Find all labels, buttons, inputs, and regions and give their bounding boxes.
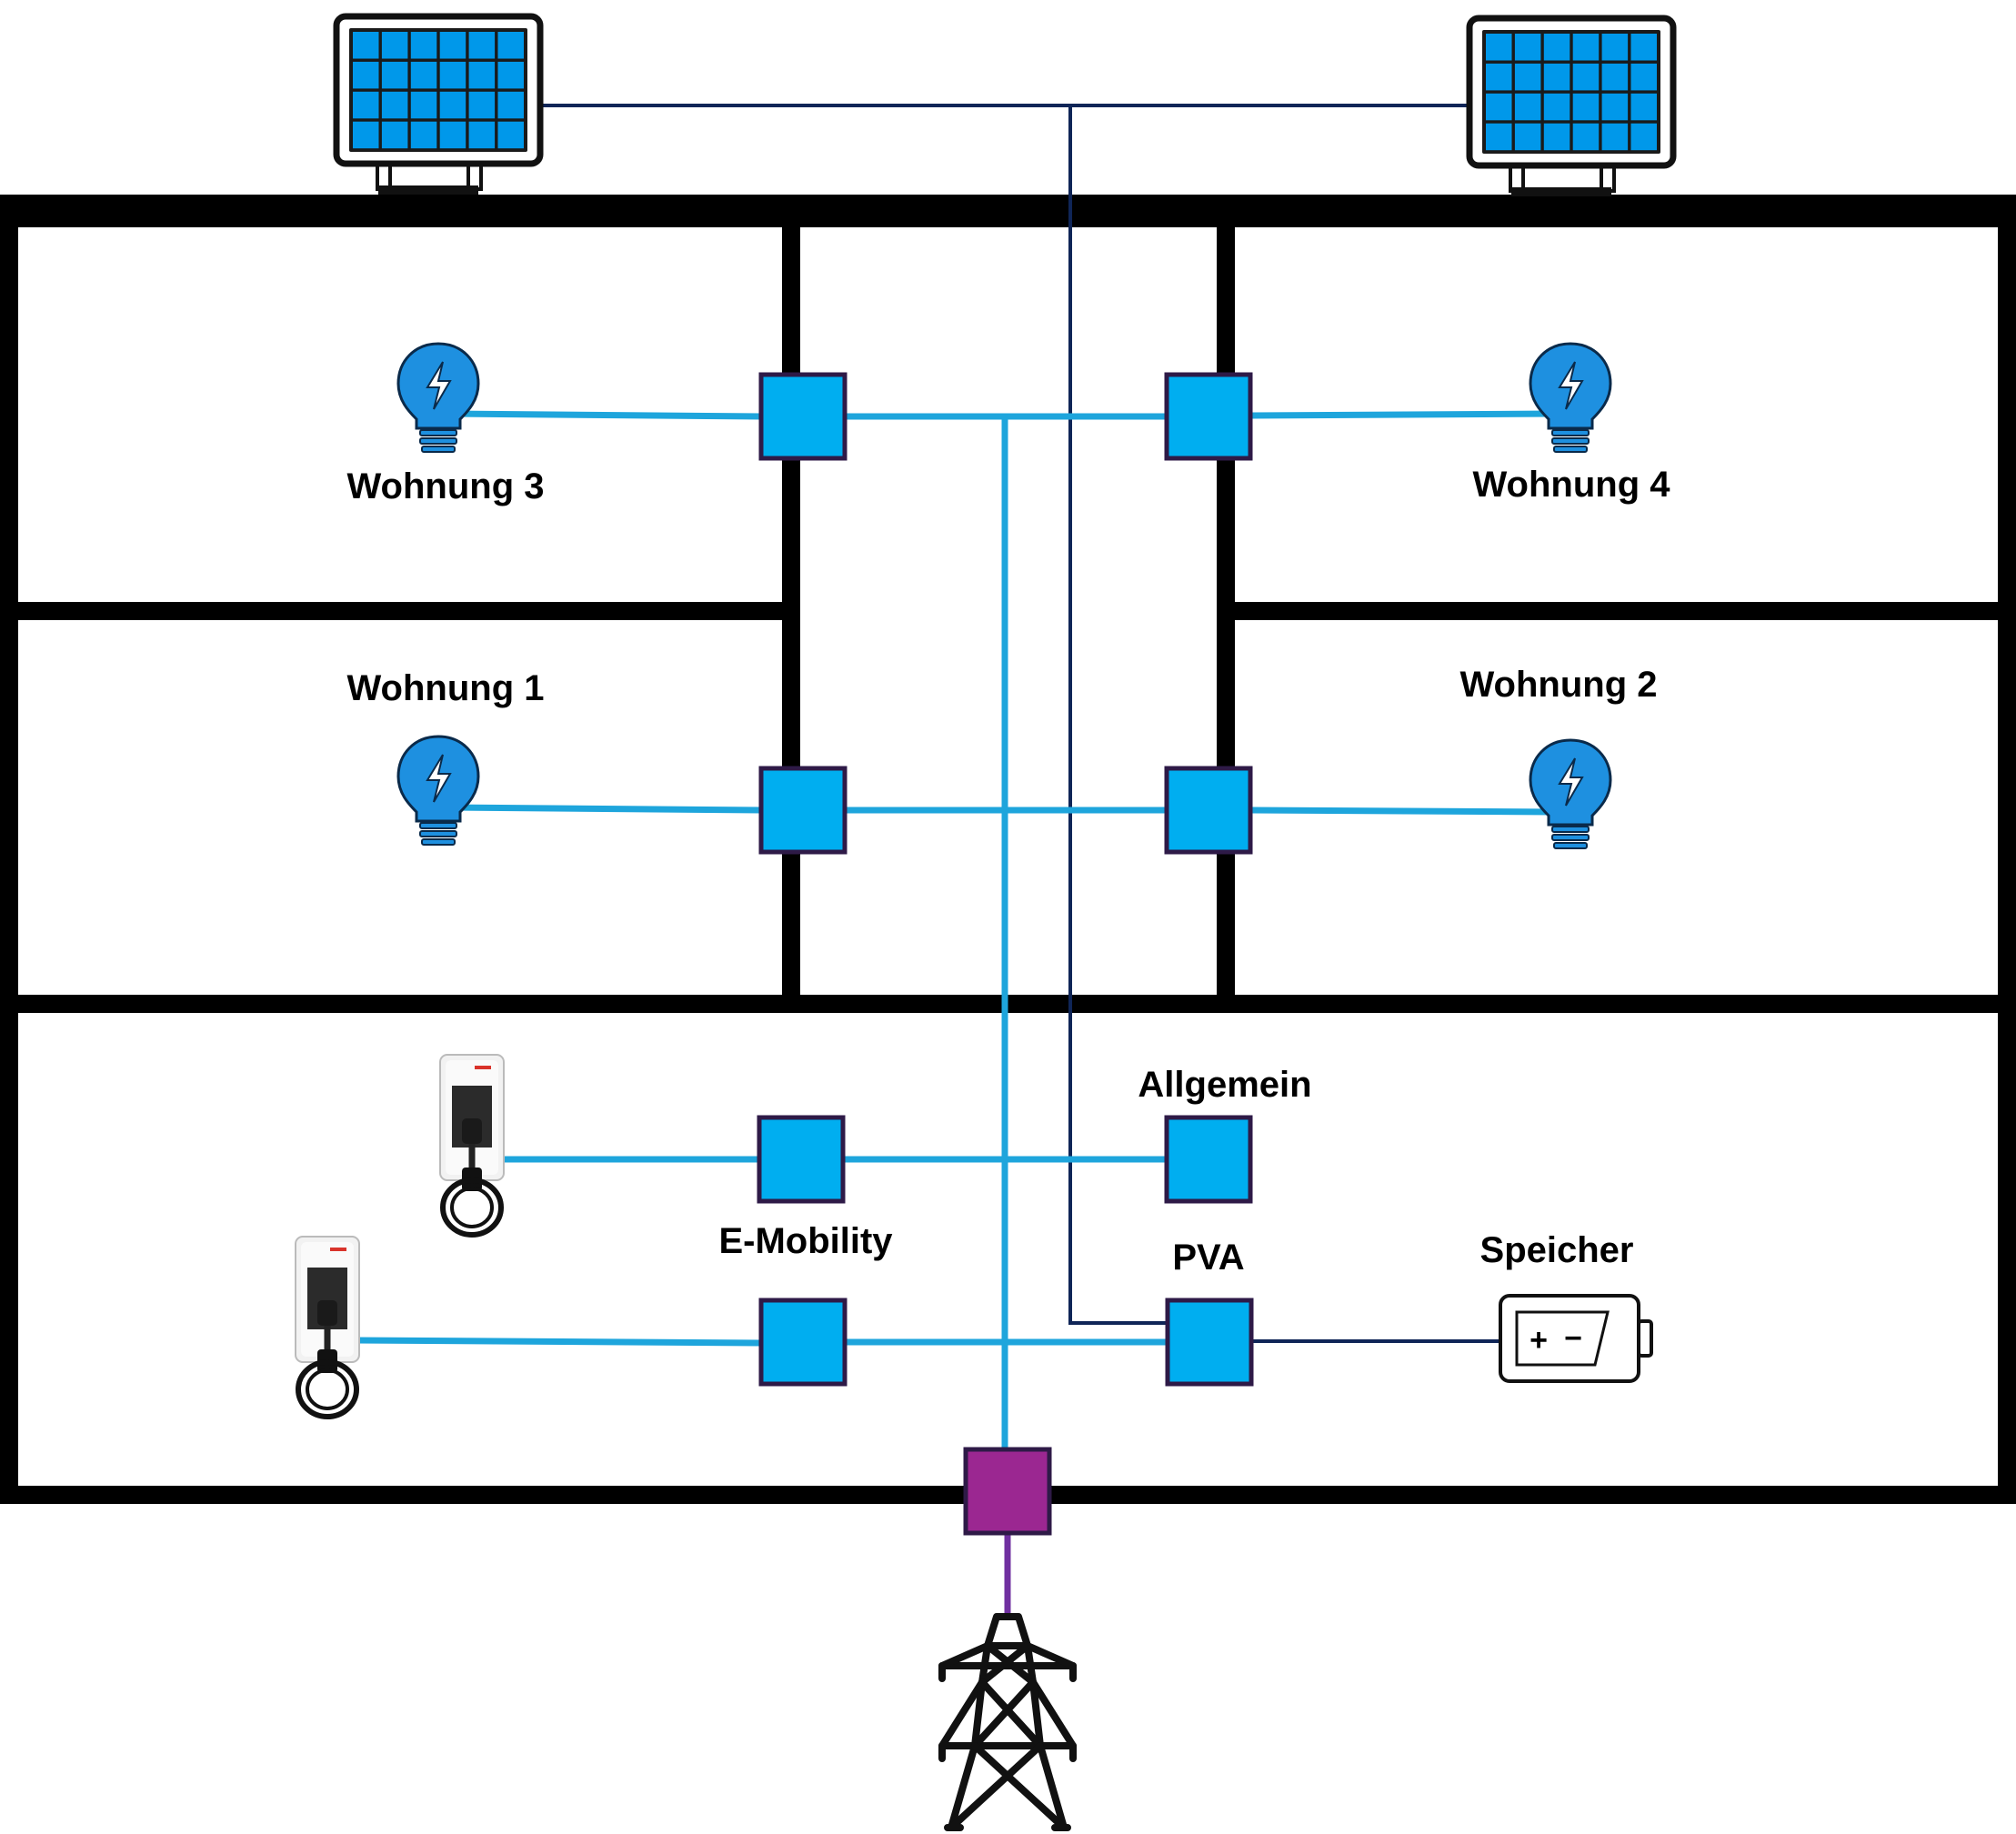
solar-cell: [1514, 34, 1541, 61]
solar-cell: [1514, 63, 1541, 91]
solar-cell: [1630, 63, 1657, 91]
solar-cell: [1630, 123, 1657, 151]
main-meter: [963, 1447, 1052, 1536]
solar-cell: [1601, 63, 1629, 91]
solar-cell: [468, 121, 496, 149]
solar-cell: [1543, 34, 1570, 61]
solar-cell: [1543, 93, 1570, 121]
label-wohnung-4: Wohnung 4: [1473, 465, 1671, 505]
label-speicher: Speicher: [1480, 1230, 1634, 1270]
solar-cell: [497, 91, 524, 119]
solar-cell: [1543, 63, 1570, 91]
solar-cell: [439, 121, 466, 149]
solar-cell: [439, 91, 466, 119]
solar-cell: [381, 32, 408, 59]
solar-cell: [381, 61, 408, 89]
solar-cell: [1514, 93, 1541, 121]
solar-cell: [468, 32, 496, 59]
solar-cell: [410, 91, 437, 119]
solar-cell: [468, 61, 496, 89]
solar-cell: [1601, 34, 1629, 61]
label-wohnung-3: Wohnung 3: [347, 466, 545, 506]
meter-emobility-1: [757, 1115, 846, 1204]
solar-cell: [497, 61, 524, 89]
meter-wohnung-2: [1164, 766, 1253, 855]
solar-cell: [1630, 34, 1657, 61]
solar-cell: [353, 91, 379, 119]
meter-pva: [1165, 1298, 1254, 1387]
lightbulb-icon: [396, 735, 480, 847]
solar-panel-icon: [333, 13, 544, 195]
wallbox-charger-icon: [440, 1055, 504, 1235]
solar-cell: [410, 121, 437, 149]
power-pylon-icon: [938, 1613, 1077, 1831]
solar-cell: [381, 91, 408, 119]
solar-cell: [1601, 123, 1629, 151]
solar-cell: [1543, 123, 1570, 151]
solar-cell: [1572, 63, 1600, 91]
meter-wohnung-1: [758, 766, 848, 855]
label-wohnung-1: Wohnung 1: [347, 668, 545, 708]
solar-cell: [497, 32, 524, 59]
solar-cell: [1486, 63, 1512, 91]
meter-wohnung-4: [1164, 372, 1253, 461]
meter-wohnung-3: [758, 372, 848, 461]
battery-icon: + −: [1499, 1294, 1653, 1383]
meter-emobility-2: [758, 1298, 848, 1387]
meter-boxes: [757, 372, 1254, 1387]
solar-cell: [1572, 93, 1600, 121]
label-allgemein: Allgemein: [1138, 1065, 1311, 1105]
solar-panel-icon: [1466, 15, 1677, 196]
lightbulb-icon: [1529, 738, 1612, 850]
solar-cell: [410, 32, 437, 59]
solar-cell: [1486, 34, 1512, 61]
solar-cell: [439, 32, 466, 59]
lightbulb-icon: [1529, 342, 1612, 454]
solar-cell: [353, 32, 379, 59]
solar-cell: [1572, 34, 1600, 61]
solar-cell: [468, 91, 496, 119]
label-emobility: E-Mobility: [718, 1221, 893, 1261]
solar-cell: [1601, 93, 1629, 121]
wallbox-charger-icon: [296, 1237, 359, 1417]
battery-plus-sign: +: [1530, 1323, 1548, 1358]
solar-cell: [410, 61, 437, 89]
label-pva: PVA: [1172, 1238, 1244, 1278]
solar-cell: [381, 121, 408, 149]
solar-cell: [353, 61, 379, 89]
lightbulb-icon: [396, 342, 480, 454]
solar-cell: [353, 121, 379, 149]
solar-cell: [1572, 123, 1600, 151]
solar-cell: [1486, 93, 1512, 121]
solar-cell: [1486, 123, 1512, 151]
labels: Wohnung 3 Wohnung 4 Wohnung 1 Wohnung 2 …: [347, 465, 1671, 1278]
solar-cell: [1514, 123, 1541, 151]
label-wohnung-2: Wohnung 2: [1460, 665, 1658, 705]
ac-cabling: [354, 410, 1556, 1450]
solar-cell: [497, 121, 524, 149]
solar-cell: [439, 61, 466, 89]
pv-dc-cabling: [538, 104, 1500, 1343]
battery-minus-sign: −: [1564, 1321, 1582, 1356]
solar-cell: [1630, 93, 1657, 121]
meter-allgemein: [1164, 1115, 1253, 1204]
